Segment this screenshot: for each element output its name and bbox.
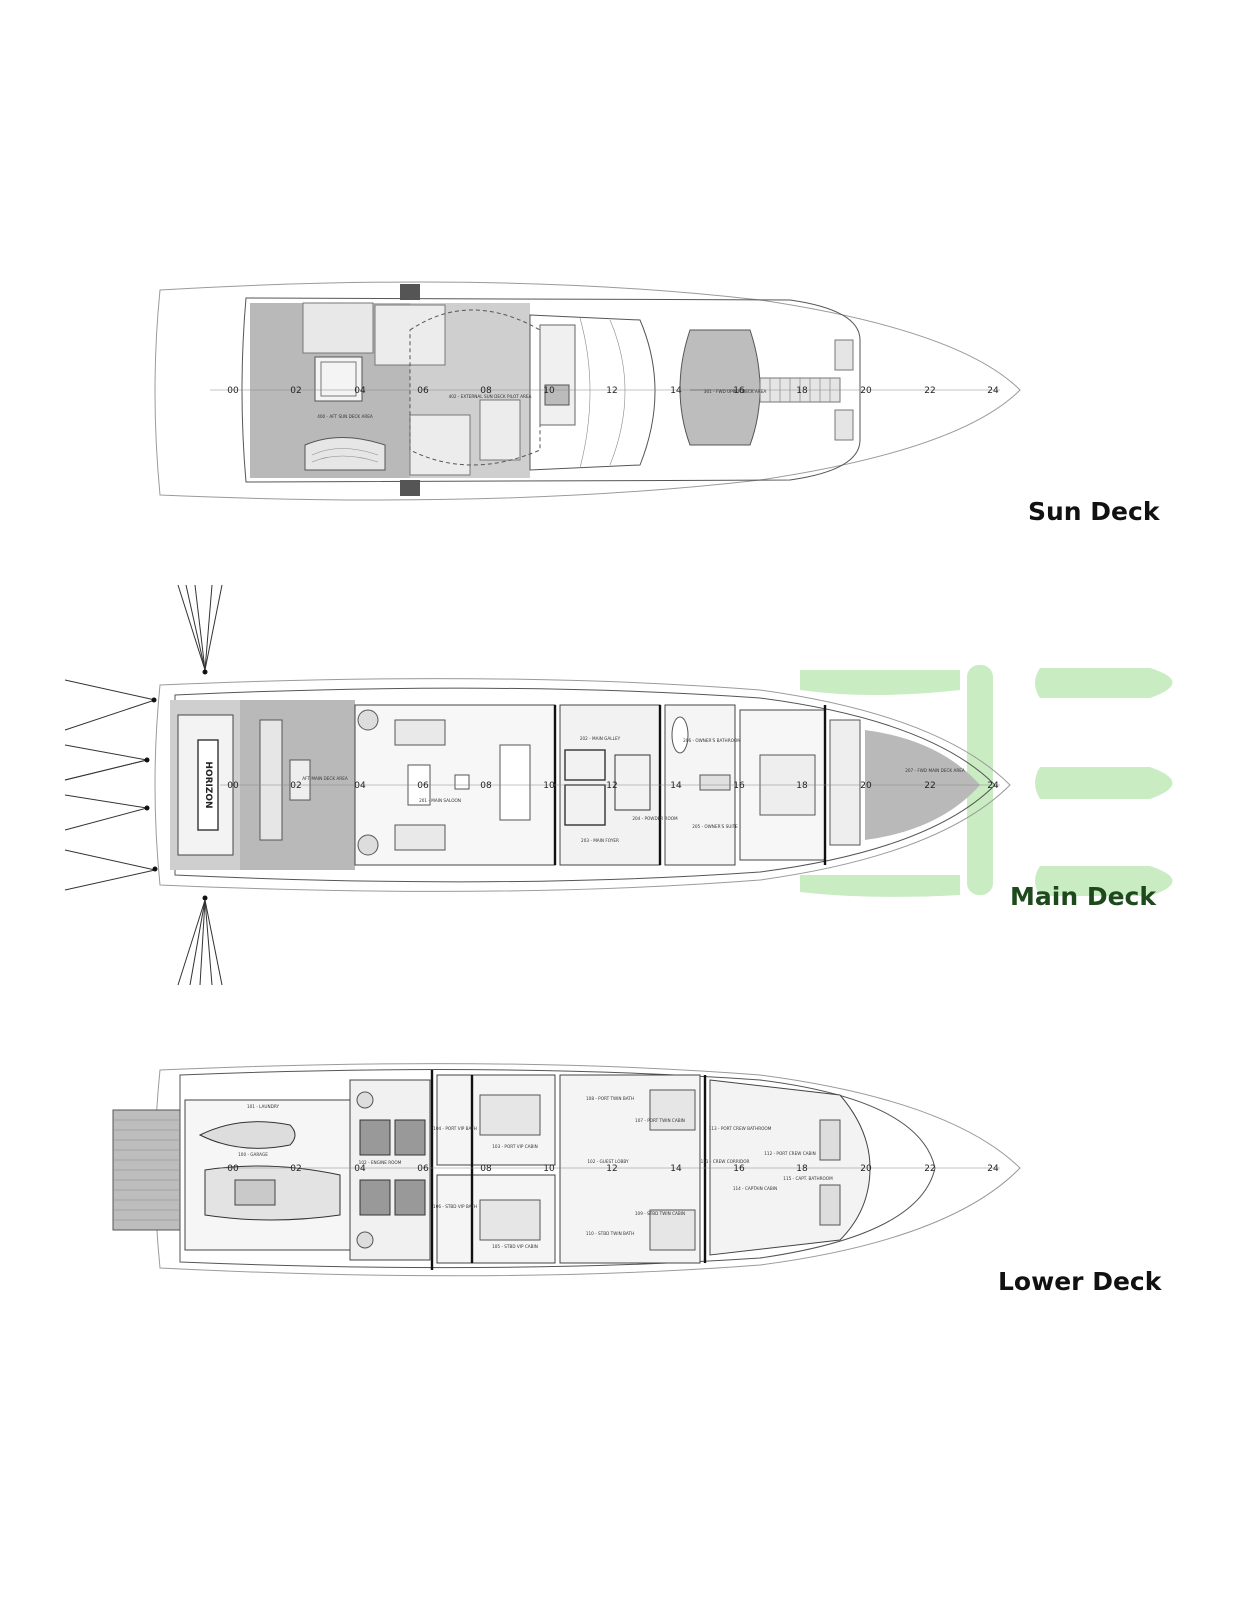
frame-number: 08 xyxy=(480,1164,492,1174)
room-label: 101 - LAUNDRY xyxy=(247,1104,280,1109)
room-label: 108 - PORT TWIN BATH xyxy=(586,1096,634,1101)
room-label: 201 - MAIN SALOON xyxy=(419,798,461,803)
room-label: 400 - AFT SUN DECK AREA xyxy=(317,414,373,419)
sun-deck-title: Sun Deck xyxy=(1028,497,1160,526)
room-label: 102 - GUEST LOBBY xyxy=(587,1159,629,1164)
frame-number: 04 xyxy=(354,1164,366,1174)
frame-number: 00 xyxy=(227,781,239,791)
frame-number: 24 xyxy=(987,386,999,396)
room-label: 203 - MAIN FOYER xyxy=(581,838,619,843)
frame-number: 22 xyxy=(924,781,935,791)
room-label: 114 - CAPTAIN CABIN xyxy=(733,1186,777,1191)
main-deck-section: HORIZON AFT MAIN DECK AREA xyxy=(0,580,1250,1000)
room-label: 113 - PORT CREW BATHROOM xyxy=(709,1126,772,1131)
frame-number: 00 xyxy=(227,1164,239,1174)
sun-deck-plan: 400 - AFT SUN DECK AREA 402 - EXTERNAL S… xyxy=(154,281,1021,501)
room-label: 106 - STBD VIP BATH xyxy=(433,1204,477,1209)
frame-number: 18 xyxy=(796,781,808,791)
underwater-lights xyxy=(64,584,223,986)
main-deck-title: Main Deck xyxy=(1010,882,1156,911)
frame-number: 24 xyxy=(987,781,999,791)
frame-numbers: 00 02 04 06 08 10 12 14 16 18 20 22 24 xyxy=(227,781,999,791)
frame-number: 18 xyxy=(796,1164,808,1174)
tender-name: HORIZON xyxy=(203,761,213,808)
room-label: 204 - POWDER ROOM xyxy=(632,816,678,821)
room-label: 104 - PORT VIP BATH xyxy=(433,1126,477,1131)
frame-number: 14 xyxy=(670,386,682,396)
room-label: 402 - EXTERNAL SUN DECK PILOT AREA xyxy=(449,394,532,399)
frame-number: 02 xyxy=(290,386,301,396)
frame-number: 22 xyxy=(924,1164,935,1174)
frame-number: 10 xyxy=(543,781,555,791)
room-label: AFT MAIN DECK AREA xyxy=(302,776,348,781)
brand-logo-watermark xyxy=(800,665,1173,897)
room-label: 109 - STBD TWIN CABIN xyxy=(635,1211,685,1216)
room-label: 112 - PORT CREW CABIN xyxy=(764,1151,815,1156)
room-label: 301 - FWD UPPER DECK AREA xyxy=(704,389,767,394)
lower-deck-title: Lower Deck xyxy=(998,1267,1162,1296)
room-label: 102 - ENGINE ROOM xyxy=(359,1160,402,1165)
frame-numbers: 00 02 04 06 08 10 12 14 16 18 20 22 24 xyxy=(227,386,999,396)
frame-number: 06 xyxy=(417,781,429,791)
frame-number: 22 xyxy=(924,386,935,396)
frame-number: 12 xyxy=(606,781,617,791)
frame-number: 14 xyxy=(670,1164,682,1174)
room-label: 110 - STBD TWIN BATH xyxy=(586,1231,634,1236)
room-label: 111 - CREW CORRIDOR xyxy=(701,1159,750,1164)
room-label: 105 - STBD VIP CABIN xyxy=(492,1244,538,1249)
frame-number: 20 xyxy=(860,386,872,396)
frame-number: 16 xyxy=(733,781,745,791)
frame-number: 18 xyxy=(796,386,808,396)
frame-number: 04 xyxy=(354,781,366,791)
room-label: 107 - PORT TWIN CABIN xyxy=(635,1118,685,1123)
frame-number: 06 xyxy=(417,386,429,396)
room-label: 100 - GARAGE xyxy=(238,1152,268,1157)
frame-number: 00 xyxy=(227,386,239,396)
frame-number: 24 xyxy=(987,1164,999,1174)
frame-number: 20 xyxy=(860,1164,872,1174)
room-label: 207 - FWD MAIN DECK AREA xyxy=(905,768,965,773)
frame-numbers: 00 02 04 06 08 10 12 14 16 18 20 22 24 xyxy=(227,1164,999,1174)
room-label: 202 - MAIN GALLEY xyxy=(580,736,621,741)
frame-number: 06 xyxy=(417,1164,429,1174)
frame-number: 16 xyxy=(733,1164,745,1174)
sun-deck-section: 400 - AFT SUN DECK AREA 402 - EXTERNAL S… xyxy=(0,0,1250,540)
frame-number: 12 xyxy=(606,386,617,396)
frame-number: 08 xyxy=(480,781,492,791)
frame-number: 08 xyxy=(480,386,492,396)
frame-number: 16 xyxy=(733,386,745,396)
frame-number: 10 xyxy=(543,386,555,396)
frame-number: 02 xyxy=(290,1164,301,1174)
frame-number: 14 xyxy=(670,781,682,791)
main-deck-plan: HORIZON AFT MAIN DECK AREA xyxy=(64,584,1173,986)
frame-number: 12 xyxy=(606,1164,617,1174)
room-label: 206 - OWNER'S BATHROOM xyxy=(683,738,741,743)
room-label: 205 - OWNER'S SUITE xyxy=(692,824,738,829)
frame-number: 10 xyxy=(543,1164,555,1174)
lower-deck-plan: 101 - LAUNDRY 100 - GARAGE 102 - ENGINE … xyxy=(112,1063,1021,1277)
lower-deck-section: 101 - LAUNDRY 100 - GARAGE 102 - ENGINE … xyxy=(0,1040,1250,1340)
frame-number: 20 xyxy=(860,781,872,791)
room-label: 103 - PORT VIP CABIN xyxy=(492,1144,537,1149)
frame-number: 04 xyxy=(354,386,366,396)
room-label: 115 - CAPT. BATHROOM xyxy=(783,1176,833,1181)
frame-number: 02 xyxy=(290,781,301,791)
